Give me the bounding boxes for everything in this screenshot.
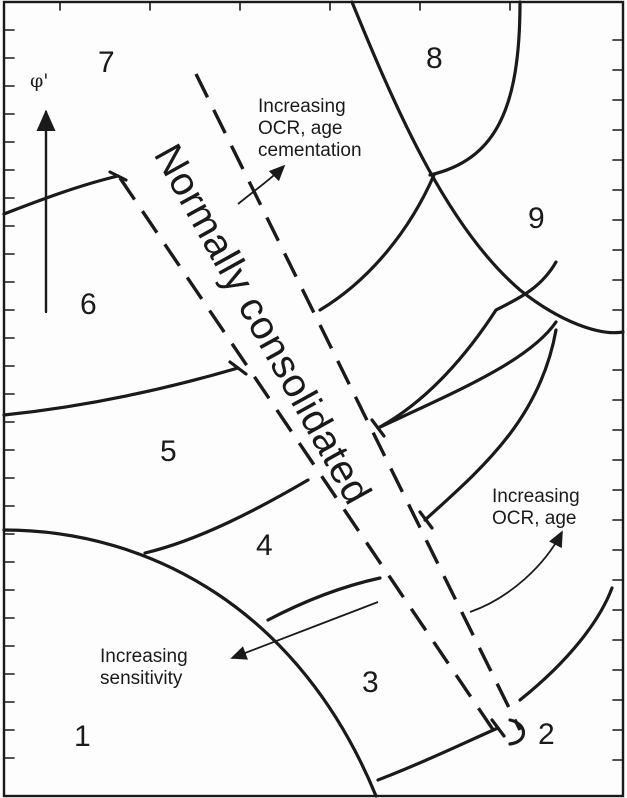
- zone-7-label: 7: [98, 46, 115, 79]
- left-ticks: [3, 29, 15, 759]
- annotation-sensitivity: Increasing sensitivity: [100, 646, 188, 690]
- annotation-line: Increasing: [492, 486, 580, 507]
- annotation-line: Increasing: [100, 646, 188, 667]
- contour-right-2: [376, 260, 558, 430]
- arrow-ocr-age: [469, 530, 563, 613]
- contour-right-1: [318, 173, 436, 312]
- contour-6-7-left: [2, 174, 120, 216]
- contour-4-5-left: [143, 478, 310, 555]
- zone-8-label: 8: [426, 42, 443, 75]
- annotation-line: cementation: [258, 140, 362, 161]
- zone-1-label: 1: [74, 720, 91, 753]
- zone-5-label: 5: [160, 435, 177, 468]
- band-left-dash: [118, 177, 502, 741]
- contour-bottom: [376, 726, 500, 782]
- annotation-line: sensitivity: [100, 668, 183, 689]
- contour-right-3: [423, 328, 558, 522]
- arrow-sensitivity: [230, 601, 379, 660]
- top-ticks: [59, 1, 511, 11]
- zone-9-label: 9: [528, 202, 545, 235]
- annotation-ocr-age-cementation: Increasing OCR, age cementation: [258, 96, 362, 162]
- band-right-dash: [194, 73, 522, 731]
- contour-right-2b: [376, 320, 558, 430]
- annotation-line: OCR, age: [492, 508, 577, 529]
- annotation-line: OCR, age: [258, 118, 343, 139]
- zone-2-label: 2: [538, 718, 555, 751]
- right-ticks: [612, 39, 624, 761]
- zone-6-label: 6: [80, 288, 97, 321]
- contour-right-4: [518, 586, 614, 702]
- zone-4-label: 4: [256, 529, 273, 562]
- zone-1-boundary: [2, 528, 378, 798]
- contour-3-4-left: [266, 576, 382, 622]
- zone-3-label: 3: [362, 666, 379, 699]
- zone-8-9-boundary: [350, 0, 625, 335]
- arrow-ocr-cementation: [237, 164, 286, 205]
- annotation-line: Increasing: [258, 96, 346, 117]
- contour-5-6-left: [2, 366, 240, 417]
- annotation-ocr-age: Increasing OCR, age: [492, 486, 580, 530]
- phi-axis-label: φ': [30, 70, 49, 92]
- zone-8-boundary: [428, 0, 522, 177]
- normally-consolidated-band: [118, 73, 522, 741]
